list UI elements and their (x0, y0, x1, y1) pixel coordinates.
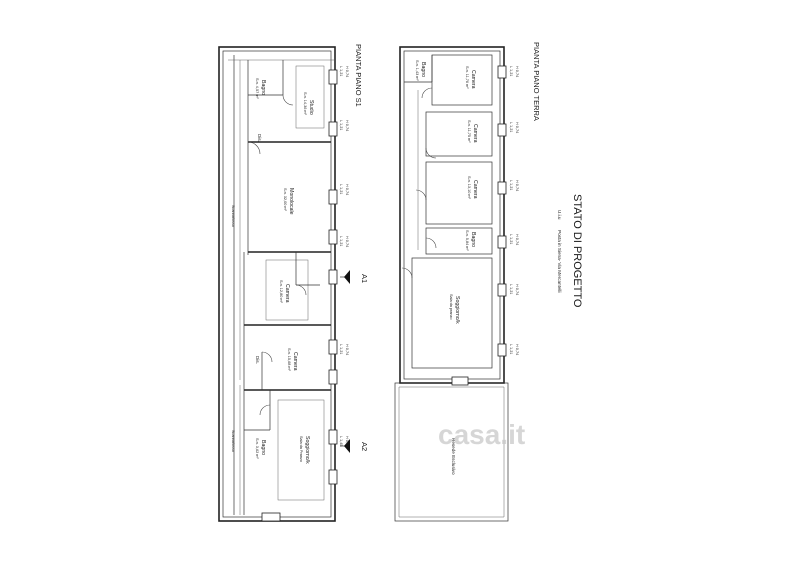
s1-scannafosso-upper: Scannafosso (231, 205, 235, 227)
terra-dim-3: L 1,21 (509, 122, 513, 132)
s1-dim-12: H 0,69 (345, 436, 349, 447)
s1-windows (261, 69, 338, 522)
s1-room-monolocale-name: Monolocale (288, 188, 294, 215)
section-a1-label: A1 (360, 274, 369, 283)
terra-room-camera3-area: S.n. 13,10 m² (467, 176, 471, 200)
s1-room-soggiorno-name: Soggiorno/k (304, 436, 310, 464)
s1-room-soggiorno-detail: Sala da Pranzo (299, 436, 303, 462)
s1-dim-5: L 1,21 (339, 184, 343, 194)
s1-room-camera2-name: Camera (292, 352, 298, 371)
terra-dim-12: H 0,74 (515, 344, 519, 355)
section-marker-a1: A1 (340, 270, 369, 284)
s1-dis-lower: Dis. (255, 356, 260, 364)
s1-room-camera1-area: S.n. 12,80 m² (279, 280, 283, 304)
terra-doors (401, 87, 437, 279)
s1-room-studio-area: S.n. 14,36 m² (303, 92, 307, 116)
terra-room-bagno-area: S.n. 1,43 m² (415, 60, 419, 81)
watermark-casa-it: casa.it (438, 419, 525, 450)
s1-room-monolocale-area: S.n. 32,00 m² (283, 188, 287, 212)
terra-room-camera3-name: Camera (472, 180, 478, 199)
s1-dim-4: H 0,74 (345, 120, 349, 131)
drawing-uiu: U.i.u (557, 210, 562, 220)
terra-dim-2: H 0,74 (515, 66, 519, 77)
s1-room-bagno2-name: Bagno (260, 440, 266, 455)
terra-dim-9: L 1,21 (509, 284, 513, 294)
terra-dim-11: L 1,21 (509, 344, 513, 354)
s1-room-labels: Bagno S.n. 4,57 m² Studio S.n. 14,36 m² … (255, 78, 314, 464)
s1-room-bagno2-area: S.n. 3,62 m² (255, 438, 259, 459)
terra-room-labels: Bagno S.n. 1,43 m² Camera S.n. 11,76 m² … (415, 60, 478, 475)
terra-room-camera1-area: S.n. 11,76 m² (465, 66, 469, 89)
terra-room-camera2-area: S.n. 11,75 m² (467, 120, 471, 143)
s1-room-studio-name: Studio (308, 100, 314, 115)
terra-dim-7: L 1,21 (509, 234, 513, 244)
s1-measurements: L 1,21 H 0,74 L 1,21 H 0,74 L 1,21 H 0,7… (339, 66, 349, 447)
s1-dim-2: H 0,74 (345, 66, 349, 77)
terra-dim-5: L 1,21 (509, 180, 513, 190)
s1-dim-1: L 1,21 (339, 66, 343, 76)
s1-dim-6: H 0,74 (345, 184, 349, 195)
section-a2-label: A2 (360, 442, 369, 451)
plan-s1-title: PIANTA PIANO S1 (354, 44, 363, 107)
s1-room-bagno-area: S.n. 4,57 m² (255, 78, 259, 99)
s1-dim-9: L 1,21 (339, 344, 343, 354)
drawing-title: STATO DI PROGETTO (571, 194, 583, 308)
terra-dim-8: H 0,74 (515, 234, 519, 245)
terra-room-bagno-name: Bagno (420, 62, 426, 77)
terra-room-camera1-name: Camera (470, 70, 476, 89)
section-marker-a2: A2 (340, 439, 369, 453)
terra-measurements: L 1,21 H 0,74 L 1,21 H 0,74 L 1,21 H 0,7… (509, 66, 519, 355)
s1-dim-3: L 1,21 (339, 120, 343, 130)
s1-room-bagno-name: Bagno (260, 80, 266, 95)
s1-room-camera2-area: S.n. 15,68 m² (287, 348, 291, 372)
s1-outer-wall (218, 46, 336, 522)
s1-dim-10: H 0,74 (345, 344, 349, 355)
s1-dis-upper: Dis. (257, 134, 262, 142)
plan-terra-title: PIANTA PIANO TERRA (532, 42, 541, 121)
terra-dim-4: H 0,74 (515, 122, 519, 133)
terra-outer-wall (399, 46, 505, 384)
terra-room-camera2-name: Camera (472, 124, 478, 143)
s1-room-camera1-name: Camera (284, 284, 290, 303)
drawing-address: Posta in Siena- Via Mercantelli (557, 230, 562, 292)
terra-room-bagno2-area: S.n. 5,84 m² (465, 230, 469, 251)
plan-piano-s1: A1 A2 L 1,21 H 0,74 L 1,21 H 0,74 L 1,21… (218, 44, 369, 522)
resede-area (394, 382, 509, 522)
terra-dim-10: H 0,74 (515, 284, 519, 295)
title-block: STATO DI PROGETTO U.i.u Posta in Siena- … (557, 194, 583, 308)
s1-dim-7: L 1,21 (339, 236, 343, 246)
s1-doors (247, 94, 307, 416)
plan-piano-terra: L 1,21 H 0,74 L 1,21 H 0,74 L 1,21 H 0,7… (394, 42, 541, 522)
terra-room-soggiorno-name: Soggiorno/k (454, 296, 460, 324)
terra-windows (451, 65, 507, 386)
s1-dim-11: L 1,45 (339, 436, 343, 446)
s1-scannafosso-lower: Scannafosso (231, 430, 235, 452)
s1-dim-8: H 0,74 (345, 236, 349, 247)
terra-dim-1: L 1,21 (509, 66, 513, 76)
terra-room-soggiorno-detail: Sala da pranzo (449, 294, 453, 320)
terra-resede-label: Resede Esclusivo (451, 438, 456, 475)
terra-room-bagno2-name: Bagno (470, 232, 476, 247)
terra-dim-6: H 0,74 (515, 180, 519, 191)
